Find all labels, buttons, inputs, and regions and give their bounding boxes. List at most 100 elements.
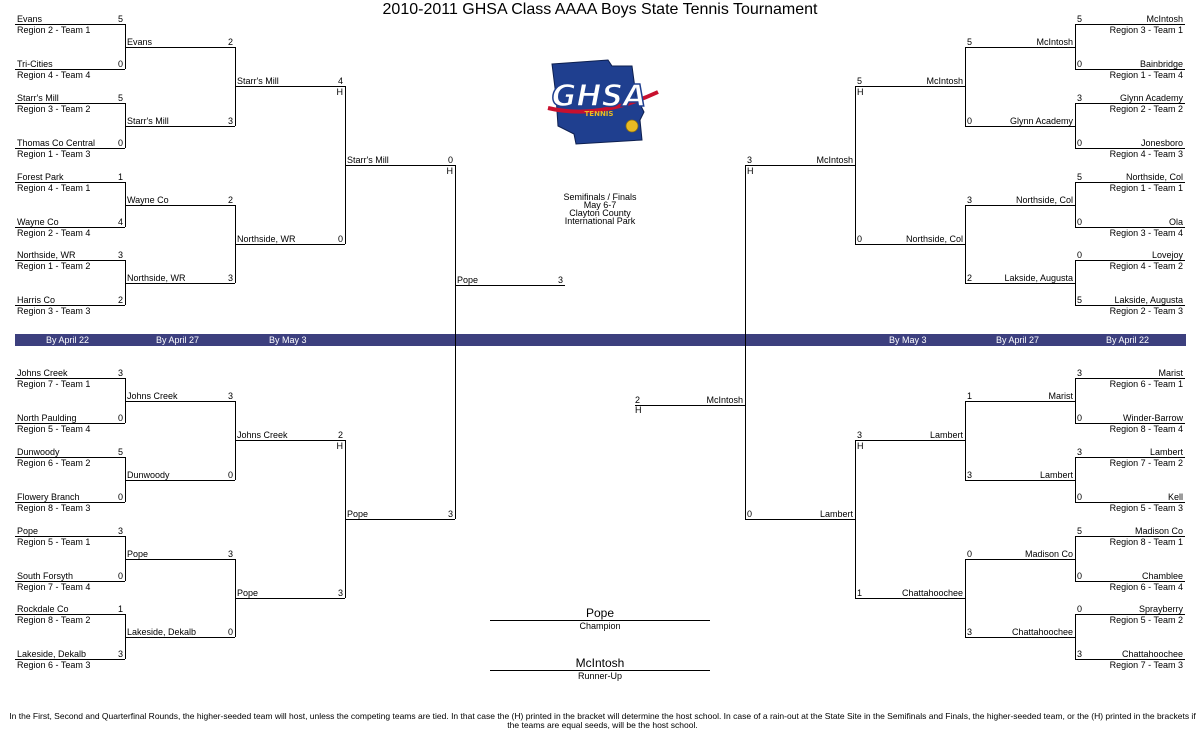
score: 5 [967, 37, 973, 47]
right_bottom-r1-connector-3 [1075, 614, 1076, 659]
seed-label: Region 5 - Team 4 [17, 424, 91, 434]
right_top-sf-line [745, 165, 855, 166]
score: 5 [117, 447, 123, 457]
right_bottom-r1-connector-1 [1075, 457, 1076, 502]
seed-label: Region 4 - Team 1 [17, 183, 91, 193]
team-name: Kell [1167, 492, 1183, 502]
team-name: Madison Co [1024, 549, 1073, 559]
score: 3 [117, 368, 123, 378]
team-name: Harris Co [17, 295, 56, 305]
left_top-r1-line-1 [15, 69, 125, 70]
score: 3 [1077, 649, 1083, 659]
left-sf-connector [455, 165, 456, 519]
team-name: Winder-Barrow [1122, 413, 1183, 423]
right_top-r1-connector-0 [1075, 24, 1076, 69]
date-left-r1: By April 22 [46, 335, 90, 345]
host-marker: H [857, 441, 864, 451]
team-name: Ola [1168, 217, 1183, 227]
score: 5 [1077, 295, 1083, 305]
final-right-line [635, 405, 745, 406]
right_top-r2-line-1 [965, 126, 1075, 127]
right_top-r1-line-0 [1075, 24, 1185, 25]
logo-text: GHSA [552, 79, 647, 114]
left_top-r1-line-0 [15, 24, 125, 25]
left_top-qf-line-0 [235, 86, 345, 87]
date-left-qf: By May 3 [269, 335, 307, 345]
score: 2 [635, 395, 641, 405]
right_top-r1-connector-2 [1075, 182, 1076, 227]
score: 3 [1077, 368, 1083, 378]
team-name: Dunwoody [127, 470, 170, 480]
left_top-r1-line-5 [15, 227, 125, 228]
date-left-r2: By April 27 [156, 335, 200, 345]
right_bottom-r1-line-5 [1075, 581, 1185, 582]
left_bottom-r1-line-6 [15, 614, 125, 615]
team-name: Starr's Mill [127, 116, 169, 126]
left_bottom-r1-line-1 [15, 423, 125, 424]
date-right-r1: By April 22 [1106, 335, 1150, 345]
right_top-qf-connector [855, 86, 856, 244]
score: 3 [967, 195, 973, 205]
team-name: Jonesboro [1140, 138, 1183, 148]
right_top-r1-line-1 [1075, 69, 1185, 70]
team-name: Wayne Co [17, 217, 59, 227]
team-name: Thomas Co Central [17, 138, 96, 148]
left_top-r1-connector-0 [125, 24, 126, 69]
team-name: Chattahoochee [901, 588, 963, 598]
team-name: Glynn Academy [1009, 116, 1073, 126]
score: 3 [857, 430, 863, 440]
seed-label: Region 4 - Team 3 [1109, 149, 1183, 159]
score: 1 [967, 391, 973, 401]
event-line-3: Clayton County [569, 208, 631, 218]
score: 5 [1077, 14, 1083, 24]
score: 0 [117, 59, 123, 69]
team-name: Johns Creek [127, 391, 178, 401]
seed-label: Region 8 - Team 1 [1109, 537, 1183, 547]
score: 2 [117, 295, 123, 305]
right_bottom-r1-line-3 [1075, 502, 1185, 503]
date-right-qf: By May 3 [889, 335, 927, 345]
seed-label: Region 1 - Team 3 [17, 149, 91, 159]
right_bottom-r1-line-4 [1075, 536, 1185, 537]
seed-label: Region 2 - Team 1 [17, 25, 91, 35]
team-name: McIntosh [706, 395, 743, 405]
right_bottom-r1-line-1 [1075, 423, 1185, 424]
score: 4 [337, 76, 343, 86]
date-right-r2: By April 27 [996, 335, 1040, 345]
champion-label: Champion [579, 621, 621, 631]
team-name: Sprayberry [1138, 604, 1183, 614]
team-name: Chattahoochee [1011, 627, 1073, 637]
score: 0 [1077, 59, 1083, 69]
seed-label: Region 1 - Team 4 [1109, 70, 1183, 80]
page-title: 2010-2011 GHSA Class AAAA Boys State Ten… [382, 1, 818, 18]
event-line-4: International Park [564, 216, 636, 226]
team-name: Northside, Col [905, 234, 963, 244]
team-name: McIntosh [1036, 37, 1073, 47]
team-name: Pope [17, 526, 39, 536]
seed-label: Region 2 - Team 3 [1109, 306, 1183, 316]
host-marker: H [336, 87, 344, 97]
left_top-r1-connector-3 [125, 260, 126, 305]
score: 1 [857, 588, 863, 598]
score: 0 [967, 549, 973, 559]
seed-label: Region 5 - Team 3 [1109, 503, 1183, 513]
team-name: McIntosh [1146, 14, 1183, 24]
team-name: Evans [127, 37, 153, 47]
score: 0 [1077, 604, 1083, 614]
seed-label: Region 5 - Team 2 [1109, 615, 1183, 625]
team-name: Pope [347, 509, 369, 519]
left_top-sf-line [345, 165, 455, 166]
score: 5 [1077, 172, 1083, 182]
left_bottom-r1-line-2 [15, 457, 125, 458]
host-marker: H [747, 166, 754, 176]
right_bottom-r2-line-0 [965, 401, 1075, 402]
team-name: Northside, WR [127, 273, 186, 283]
score: 0 [117, 571, 123, 581]
team-name: Lakeside, Dekalb [17, 649, 87, 659]
score: 3 [227, 549, 233, 559]
score: 3 [227, 391, 233, 401]
team-name: Lovejoy [1151, 250, 1183, 260]
team-name: McIntosh [926, 76, 963, 86]
team-name: Northside, Col [1015, 195, 1073, 205]
